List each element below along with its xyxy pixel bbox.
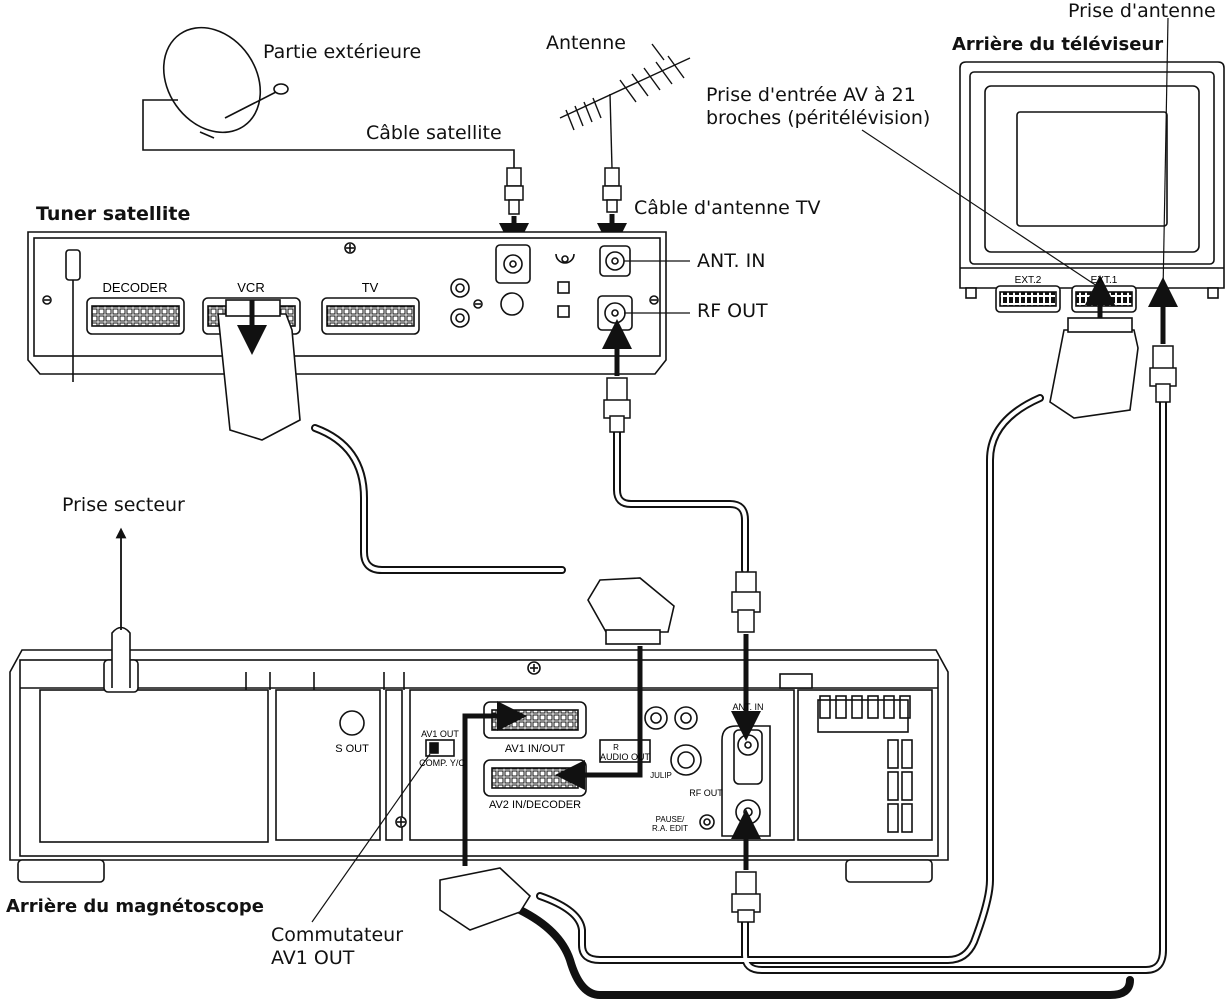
vcr-av2-in-decoder-label: AV2 IN/DECODER (489, 799, 581, 811)
vcr-rear-title: Arrière du magnétoscope (6, 896, 265, 917)
mains-socket-label: Prise secteur (62, 494, 185, 516)
tv-antenna-cable-label: Câble d'antenne TV (634, 197, 821, 219)
rf-out-label: RF OUT (697, 300, 768, 322)
vcr-s-out-label: S OUT (335, 743, 369, 755)
tuner-tv-label: TV (362, 280, 379, 295)
vcr-audio-r-label: R (613, 743, 619, 752)
vcr-julip-label: JULIP (650, 771, 672, 780)
vcr-unit (9, 649, 949, 883)
vcr-audio-out-label: AUDIO OUT (600, 752, 651, 762)
satellite-tuner-unit (27, 231, 667, 382)
power-cord (103, 626, 139, 693)
satellite-dish (142, 26, 515, 168)
tuner-decoder-label: DECODER (102, 280, 167, 295)
satellite-tuner-title: Tuner satellite (36, 203, 191, 225)
vcr-ant-in-small-label: ANT. IN (732, 702, 763, 712)
vcr-av1-in-out-label: AV1 IN/OUT (505, 743, 566, 755)
television-rear (959, 61, 1225, 313)
antenna-label: Antenne (546, 32, 626, 54)
tv-ext1-label: EXT.1 (1091, 275, 1118, 286)
av-input-socket-label: Prise d'entrée AV à 21 broches (péritélé… (706, 84, 931, 129)
scart-plugs (217, 299, 1139, 931)
cables (311, 394, 1167, 999)
tv-antenna (559, 43, 691, 169)
satellite-cable-label: Câble satellite (366, 122, 502, 144)
antenna-cable-plug (602, 167, 622, 213)
vcr-comp-yc-label: COMP. Y/C (419, 758, 465, 768)
satellite-cable-plug (504, 167, 524, 215)
tv-rear-title: Arrière du téléviseur (952, 34, 1164, 55)
antenna-socket-label: Prise d'antenne (1068, 0, 1216, 22)
outdoor-unit-label: Partie extérieure (263, 41, 422, 63)
ant-in-label: ANT. IN (697, 250, 766, 272)
vcr-rf-out-small-label: RF OUT (689, 788, 723, 798)
tv-ext2-label: EXT.2 (1015, 275, 1042, 286)
vcr-av1-out-label: AV1 OUT (421, 729, 459, 739)
tuner-vcr-label: VCR (237, 280, 264, 295)
coax-plugs (603, 345, 1177, 923)
av1-switch-label: Commutateur AV1 OUT (271, 924, 404, 969)
vcr-pause-edit-label: PAUSE/R.A. EDIT (652, 815, 688, 833)
